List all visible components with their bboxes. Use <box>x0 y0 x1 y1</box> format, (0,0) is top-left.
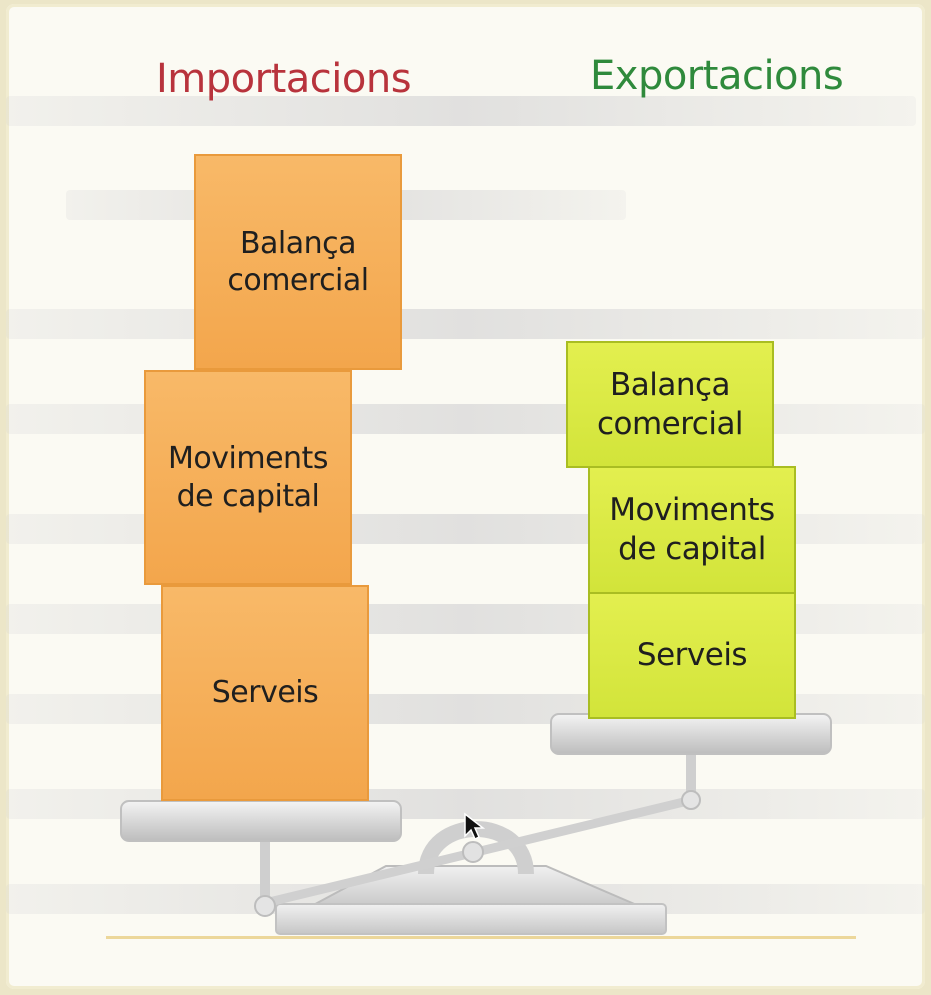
imports-box-serveis: Serveis <box>161 585 369 801</box>
exports-box-balanca-comercial: Balança comercial <box>566 341 774 468</box>
ground-line <box>106 936 856 939</box>
exports-box-serveis: Serveis <box>588 592 796 719</box>
imports-box-balanca-comercial: Balança comercial <box>194 154 402 370</box>
exports-title: Exportacions <box>590 53 844 99</box>
background-ghost-line <box>6 309 925 339</box>
diagram-frame: Importacions Exportacions <box>6 4 925 989</box>
imports-box-moviments-capital: Moviments de capital <box>144 370 352 585</box>
exports-box-moviments-capital: Moviments de capital <box>588 466 796 594</box>
mouse-cursor-icon <box>464 812 485 841</box>
background-ghost-line <box>6 96 916 126</box>
imports-title: Importacions <box>156 56 412 102</box>
balance-scale-icon <box>120 713 832 935</box>
